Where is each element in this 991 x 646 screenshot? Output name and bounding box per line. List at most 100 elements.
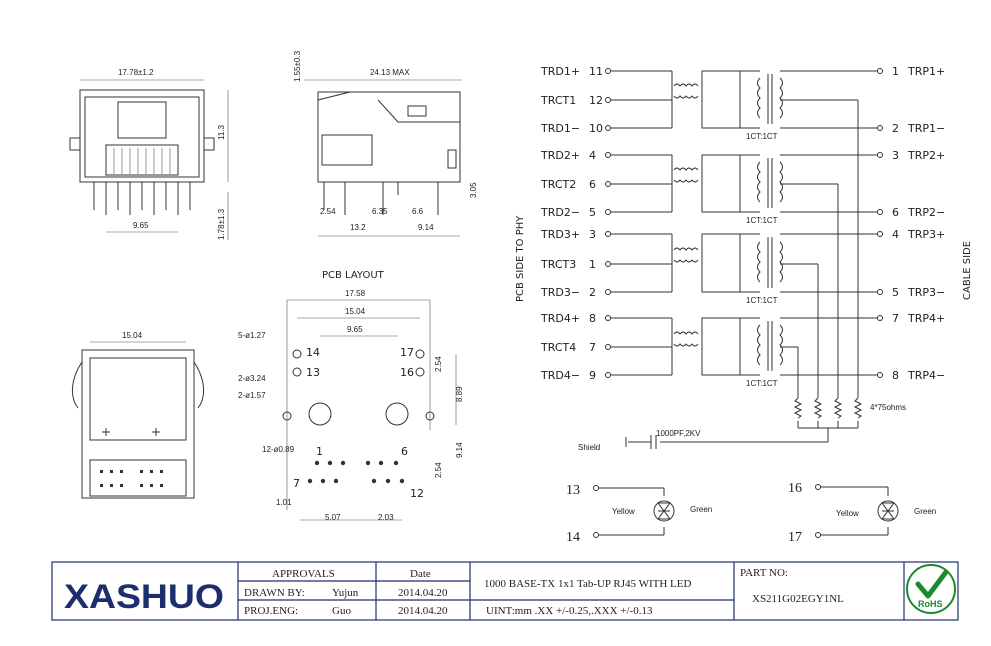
left-pin-name: TRD3− — [540, 286, 580, 299]
dim-pcb-254a: 2.54 — [434, 356, 443, 372]
front-view: 17.78±1.2 11.3 1.78±1.3 9.65 — [69, 68, 229, 240]
right-pin-name: TRP1+ — [907, 65, 945, 78]
left-pin-num: 12 — [589, 94, 603, 107]
pcb-pin-14: 14 — [306, 346, 320, 359]
dim-pcb-1504: 15.04 — [345, 307, 366, 316]
proj-date: 2014.04.20 — [398, 605, 448, 617]
led-left-green: Green — [690, 505, 712, 514]
pcb-layout-title: PCB LAYOUT — [322, 270, 385, 281]
left-pin-num: 4 — [589, 149, 596, 162]
led-right-top-pin: 16 — [788, 481, 802, 496]
left-pin-num: 10 — [589, 122, 603, 135]
right-pin-name: TRP4− — [907, 369, 945, 382]
company-logo: XASHUO — [64, 578, 224, 616]
left-pin-num: 2 — [589, 286, 596, 299]
pcb-pin-16: 16 — [400, 366, 414, 379]
dim-side-e: 9.14 — [418, 223, 434, 232]
drawn-date: 2014.04.20 — [398, 587, 448, 599]
dim-pcb-203: 2.03 — [378, 513, 394, 522]
dim-side-a: 2.54 — [320, 207, 336, 216]
dim-side-c: 6.6 — [412, 207, 424, 216]
right-pin-name: TRP2+ — [907, 149, 945, 162]
dim-front-pin: 9.65 — [133, 221, 149, 230]
pcb-hole-d: 12-ø0.89 — [262, 445, 295, 454]
dim-pcb-101: 1.01 — [276, 498, 292, 507]
led-right-yellow: Yellow — [836, 509, 859, 518]
left-pin-name: TRCT3 — [540, 258, 576, 271]
right-pin-num: 8 — [892, 369, 899, 382]
led-left-yellow: Yellow — [612, 507, 635, 516]
dim-side-top: 1.55±0.3 — [293, 50, 302, 82]
left-pin-name: TRCT4 — [540, 341, 576, 354]
dim-pcb-254b: 2.54 — [434, 462, 443, 478]
left-pin-name: TRCT2 — [540, 178, 576, 191]
right-pin-num: 2 — [892, 122, 899, 135]
ratio-label: 1CT:1CT — [746, 296, 778, 305]
right-pin-num: 5 — [892, 286, 899, 299]
right-pin-num: 7 — [892, 312, 899, 325]
left-pin-name: TRD1− — [540, 122, 580, 135]
pcb-pin-12: 12 — [410, 487, 424, 500]
led-right: 16 17 Yellow Green — [788, 481, 936, 545]
pcb-side-label: PCB SIDE TO PHY — [515, 215, 526, 302]
led-right-green: Green — [914, 507, 936, 516]
approvals-header: APPROVALS — [272, 568, 335, 580]
ratio-label: 1CT:1CT — [746, 379, 778, 388]
left-pin-name: TRD4− — [540, 369, 580, 382]
ratio-label: 1CT:1CT — [746, 132, 778, 141]
led-left-top-pin: 13 — [566, 483, 580, 498]
left-pin-num: 3 — [589, 228, 596, 241]
left-pin-name: TRD2+ — [540, 149, 580, 162]
left-pin-num: 6 — [589, 178, 596, 191]
drawn-by-label: DRAWN BY: — [244, 587, 305, 599]
pcb-pin-13: 13 — [306, 366, 320, 379]
pcb-hole-b: 2-ø3.24 — [238, 374, 266, 383]
transformer-4 — [671, 317, 878, 376]
pcb-layout: PCB LAYOUT 17.58 15.04 9.65 5-ø1.27 2-ø3… — [238, 270, 464, 522]
tolerance-units: UINT:mm .XX +/-0.25,.XXX +/-0.13 — [486, 605, 653, 617]
led-left: 13 14 Yellow Green — [566, 483, 712, 545]
right-pin-num: 3 — [892, 149, 899, 162]
title-block: XASHUO APPROVALS Date DRAWN BY: Yujun 20… — [51, 561, 959, 621]
left-pin-name: TRCT1 — [540, 94, 576, 107]
left-pin-name: TRD1+ — [540, 65, 580, 78]
right-pin-name: TRP3− — [907, 286, 945, 299]
dim-side-d: 13.2 — [350, 223, 366, 232]
pcb-hole-a: 5-ø1.27 — [238, 331, 266, 340]
cap-label: 1000PF,2KV — [656, 429, 701, 438]
date-header: Date — [410, 568, 431, 580]
dim-front-pitch: 1.78±1.3 — [217, 208, 226, 240]
right-pin-num: 1 — [892, 65, 899, 78]
left-pin-num: 1 — [589, 258, 596, 271]
left-pin-name: TRD2− — [540, 206, 580, 219]
pcb-pin-1: 1 — [316, 445, 323, 458]
resistor-label: 4*75ohms — [870, 403, 906, 412]
dim-pcb-965: 9.65 — [347, 325, 363, 334]
transformer-1 — [671, 70, 878, 129]
right-pin-num: 4 — [892, 228, 899, 241]
left-pin-num: 8 — [589, 312, 596, 325]
left-pin-name: TRD3+ — [540, 228, 580, 241]
left-pin-num: 11 — [589, 65, 603, 78]
proj-eng-name: Guo — [332, 605, 351, 617]
right-pin-name: TRP1− — [907, 122, 945, 135]
right-pin-num: 6 — [892, 206, 899, 219]
right-pin-name: TRP3+ — [907, 228, 945, 241]
right-pin-name: TRP2− — [907, 206, 945, 219]
pcb-pin-17: 17 — [400, 346, 414, 359]
cable-side-label: CABLE SIDE — [962, 241, 973, 300]
dim-pcb-889: 8.89 — [455, 386, 464, 402]
led-left-bottom-pin: 14 — [566, 530, 580, 545]
rohs-badge — [906, 564, 956, 614]
drawn-by-name: Yujun — [332, 587, 359, 599]
shield-label: Shield — [578, 443, 600, 452]
left-pin-num: 9 — [589, 369, 596, 382]
pcb-pin-7: 7 — [293, 477, 300, 490]
pcb-pin-6: 6 — [401, 445, 408, 458]
transformer-2 — [671, 154, 878, 213]
right-pin-name: TRP4+ — [907, 312, 945, 325]
dim-pcb-1758: 17.58 — [345, 289, 366, 298]
left-pin-name: TRD4+ — [540, 312, 580, 325]
dim-front-height: 11.3 — [217, 124, 226, 140]
